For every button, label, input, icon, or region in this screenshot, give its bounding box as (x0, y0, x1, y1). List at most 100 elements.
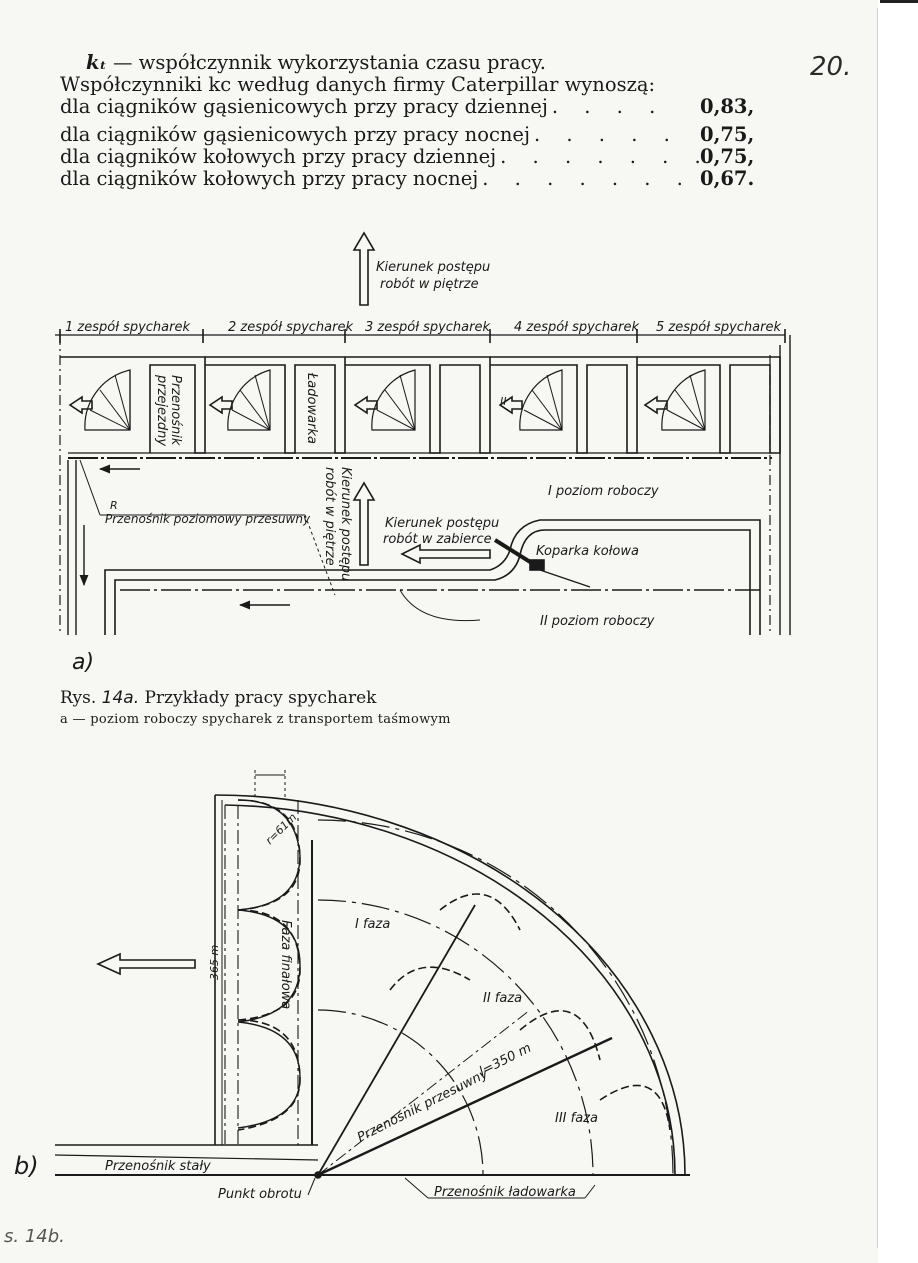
page-edge (878, 0, 918, 1263)
coef-dots: . . . . (551, 96, 666, 118)
figure-b-drawing: r=61m 365 m Faza finałowa I faza II faza… (54, 770, 690, 1200)
radial-conveyor-2 (317, 1036, 613, 1177)
radial-conveyor-1 (317, 904, 476, 1176)
coef-label: dla ciągników kołowych przy pracy nocnej (60, 167, 479, 190)
coef-dots: . . . . . (534, 124, 680, 146)
phase-arc-mid (317, 899, 594, 1176)
outer-arc-inner (224, 804, 676, 1176)
przenosnik-ladowarka-label: Przenośnik ładowarka (434, 1185, 576, 1200)
kt-text: — współczynnik wykorzystania czasu pracy… (112, 51, 546, 74)
phase-arc-inner (317, 1009, 484, 1176)
coef-label: dla ciągników kołowych przy pracy dzienn… (60, 145, 497, 168)
top-arrow-label: Kierunek postępu (376, 260, 490, 275)
radial-conveyor-3 (317, 1009, 531, 1176)
team-unit-2 (205, 356, 346, 454)
koparka-arc (399, 589, 481, 622)
vertical-direction-label: robót w piętrze (322, 467, 337, 566)
corner-mark (880, 0, 918, 3)
leader-ladowarka-end (584, 1184, 596, 1199)
leader-pivot (307, 1177, 316, 1196)
coefficient-row: dla ciągników kołowych przy pracy dzienn… (60, 145, 755, 168)
przenosnik-przejezdny-label: Przenośnik (168, 375, 183, 446)
inner-scallop (599, 1084, 671, 1131)
direction-arrow-left (400, 543, 491, 565)
length-350-label: l=350 m (477, 1041, 534, 1080)
inner-scallop (439, 893, 521, 931)
level-1-label: I poziom roboczy (548, 484, 659, 499)
leader-ladowarka (404, 1177, 429, 1199)
intro-text: kₜ — współczynnik wykorzystania czasu pr… (60, 52, 760, 190)
coef-label: dla ciągników gąsienicowych przy pracy n… (60, 123, 531, 146)
level-2-label: II poziom roboczy (540, 614, 655, 629)
figure-a: Kierunek postępu robót w piętrze 1 zespó… (0, 225, 878, 645)
mark-r: R (110, 499, 118, 512)
koparka-arm (539, 569, 591, 588)
coef-value: 0,83, (700, 95, 755, 118)
faza-1-label: I faza (355, 917, 390, 932)
length-365-label: 365 m (208, 945, 221, 980)
przenosnik-poziomowy-label: Przenośnik poziomowy przesuwny (105, 512, 311, 526)
kt-symbol: kₜ (86, 51, 107, 74)
inner-scallop (519, 1010, 601, 1061)
mark-ii: II (500, 395, 507, 408)
direction-arrow-up (352, 231, 376, 306)
team-label: 4 zespół spycharek (514, 320, 639, 335)
caption-title: Przykłady pracy spycharek (144, 688, 377, 708)
team-label: 5 zespół spycharek (656, 320, 781, 335)
team-label: 2 zespół spycharek (228, 320, 353, 335)
team-unit-3 (345, 356, 491, 454)
team-unit-1 (60, 356, 206, 454)
scallop-solid (237, 1077, 301, 1129)
output-arrow-left (96, 952, 196, 976)
team-label: 3 zespół spycharek (365, 320, 490, 335)
coefficient-row: dla ciągników gąsienicowych przy pracy d… (60, 95, 755, 118)
figure-a-drawing: Kierunek postępu robót w piętrze 1 zespó… (55, 231, 791, 635)
faza-3-label: III faza (555, 1111, 598, 1126)
leader-line (79, 459, 101, 516)
kt-definition: kₜ — współczynnik wykorzystania czasu pr… (60, 52, 760, 74)
coef-label: dla ciągników gąsienicowych przy pracy d… (60, 95, 548, 118)
team-label: 1 zespół spycharek (65, 320, 190, 335)
przenosnik-przesuwny-label: Przenośnik przesuwny (355, 1066, 491, 1145)
caption-prefix: Rys. (60, 688, 97, 708)
team-unit-5 (637, 356, 781, 454)
scallop-solid (237, 799, 301, 856)
outer-arc (214, 794, 686, 1176)
koparka-label: Koparka kołowa (536, 544, 639, 559)
coef-value: 0,75, (700, 145, 755, 168)
scallop-solid (237, 854, 301, 966)
faza-2-label: II faza (483, 991, 522, 1006)
coef-value: 0,67. (700, 167, 755, 190)
fixed-conveyor-2 (54, 1154, 319, 1161)
pivot-point (314, 1171, 322, 1179)
direction-arrow-up-2 (352, 481, 376, 566)
caption-number: 14a. (101, 688, 140, 708)
coef-value: 0,75, (700, 123, 755, 146)
coefficient-row: dla ciągników kołowych przy pracy nocnej… (60, 167, 755, 190)
inner-scallop (389, 966, 471, 991)
koparka-boom (493, 538, 537, 567)
coef-dots: . . . . . . . . (482, 168, 700, 190)
przenosnik-przejezdny-label: przejezdny (154, 374, 169, 446)
figure-b-label: b) (14, 1152, 39, 1180)
team-unit-4 (490, 356, 638, 454)
koparka-body (529, 559, 545, 571)
top-arrow-label: robót w piętrze (380, 277, 479, 292)
side-note: s. 14b. (4, 1226, 65, 1247)
zabierka-label: Kierunek postępu (385, 516, 499, 531)
punkt-obrotu-label: Punkt obrotu (218, 1187, 302, 1200)
figure-a-label: a) (72, 650, 95, 675)
caption-subtitle: a — poziom roboczy spycharek z transport… (60, 712, 451, 727)
ladowarka-label: Ładowarka (304, 372, 319, 444)
coefficient-row: dla ciągników gąsienicowych przy pracy n… (60, 123, 755, 146)
coef-dots: . . . . . . . (500, 146, 700, 168)
leader-line (304, 514, 336, 596)
zabierka-label: robót w zabierce (383, 532, 492, 547)
faza-finalowa-label: Faza finałowa (278, 920, 293, 1009)
vertical-direction-label: Kierunek postępu (338, 467, 353, 581)
scallop-solid (237, 964, 301, 1079)
coefficients-intro: Współczynniki kc według danych firmy Cat… (60, 73, 656, 96)
phase-arc-outer (317, 819, 674, 1176)
page-number: 20. (810, 52, 852, 82)
scallop (237, 1019, 301, 1131)
